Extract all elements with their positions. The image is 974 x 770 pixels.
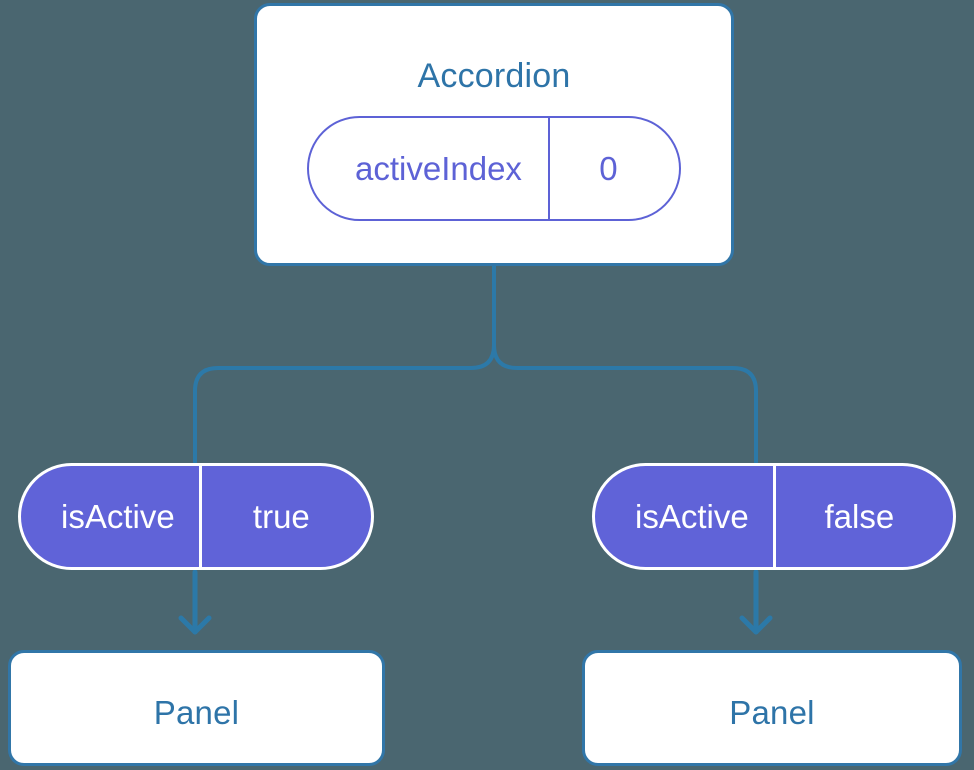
- panel-component-box-left[interactable]: Panel: [8, 650, 385, 766]
- accordion-state-value: 0: [547, 118, 679, 219]
- tree-branch-connector-right: [492, 264, 758, 464]
- arrow-left-pill-to-panel: [178, 569, 212, 635]
- accordion-state-pill[interactable]: activeIndex 0: [307, 116, 681, 221]
- panel-title-right: Panel: [729, 694, 815, 731]
- tree-branch-connector: [193, 264, 496, 464]
- prop-pill-right-key: isActive: [635, 497, 749, 535]
- prop-pill-right-value: false: [772, 466, 953, 567]
- prop-pill-left-key: isActive: [61, 497, 175, 535]
- panel-component-box-right[interactable]: Panel: [582, 650, 962, 766]
- prop-pill-right[interactable]: isActive false: [592, 463, 956, 570]
- arrow-right-pill-to-panel: [739, 569, 773, 635]
- accordion-state-key: activeIndex: [355, 149, 522, 187]
- prop-pill-left-value: true: [198, 466, 371, 567]
- accordion-title: Accordion: [417, 57, 571, 95]
- panel-title-left: Panel: [153, 694, 240, 731]
- prop-pill-left[interactable]: isActive true: [18, 463, 374, 570]
